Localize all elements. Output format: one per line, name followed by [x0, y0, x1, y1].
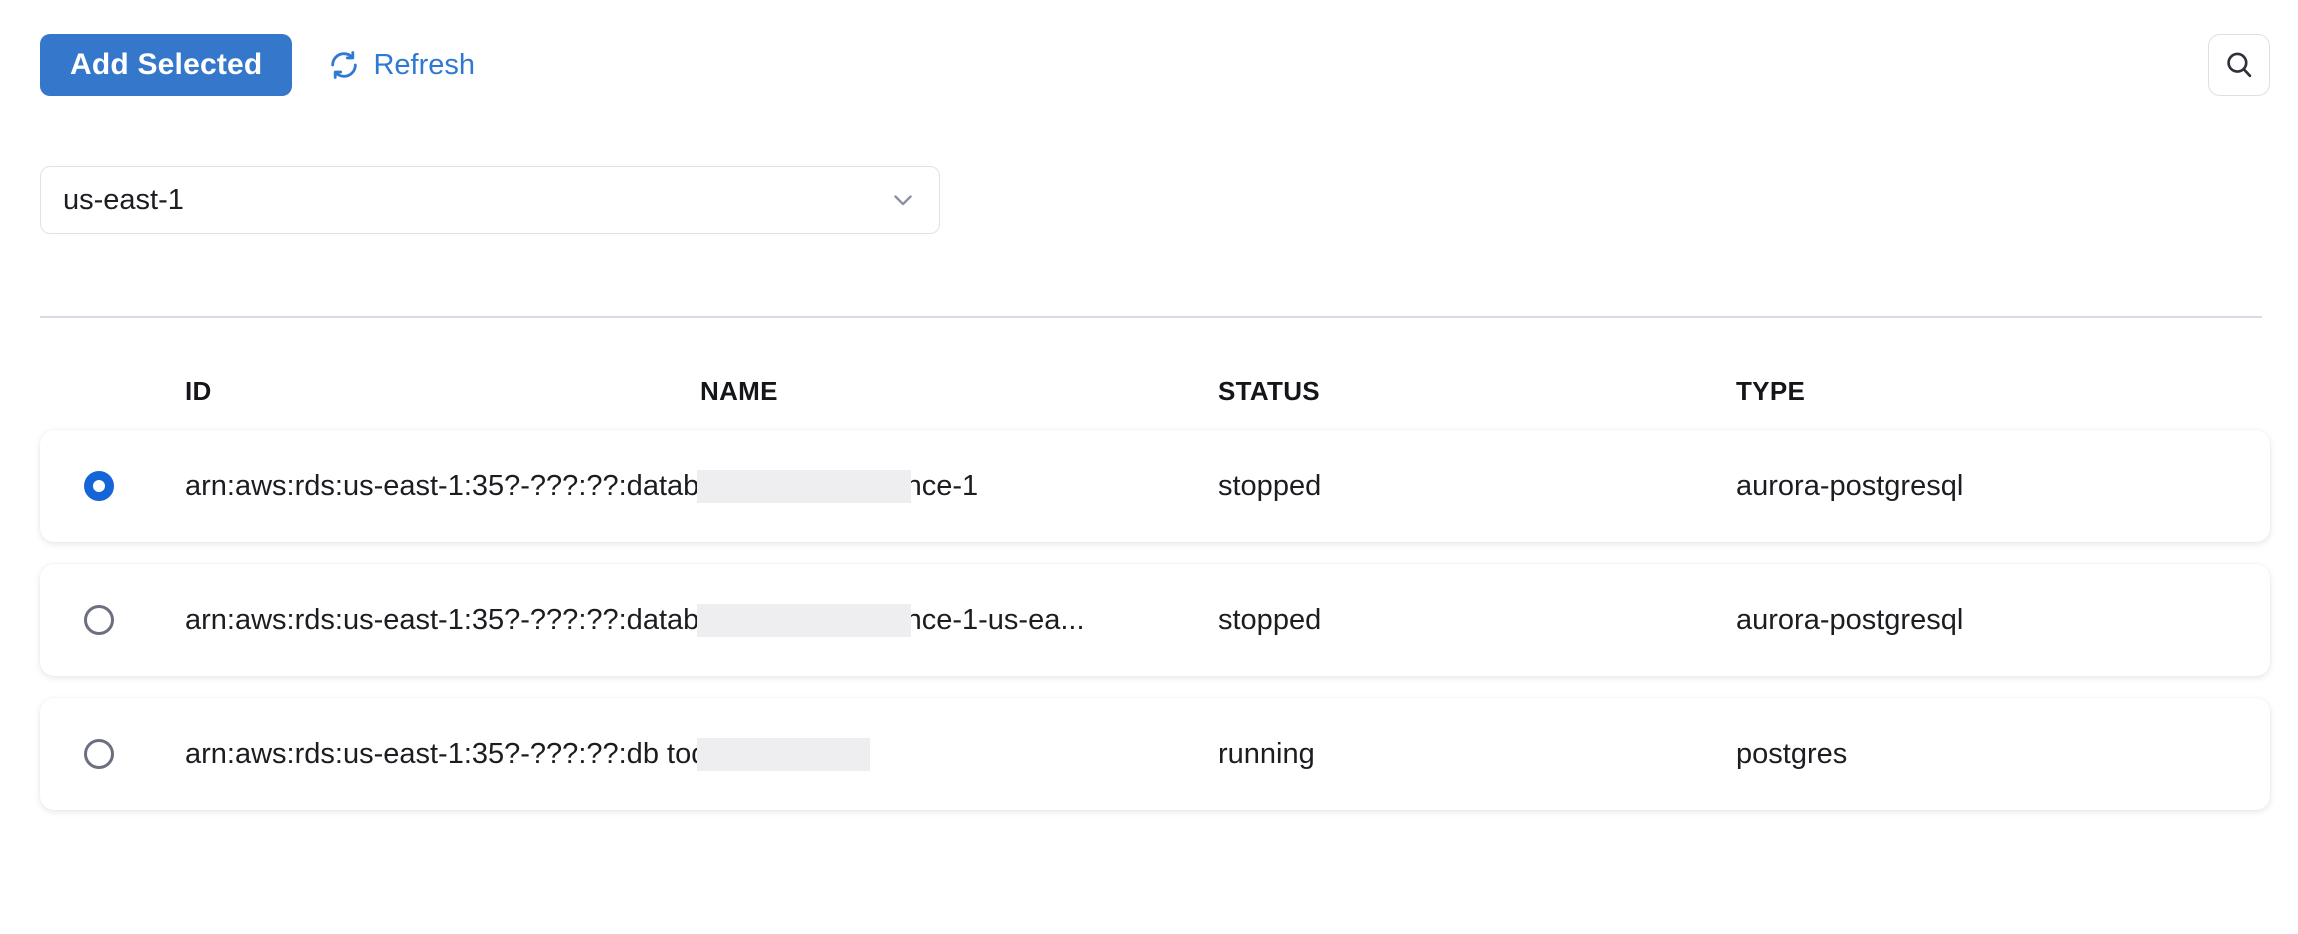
- cell-type: aurora-postgresql: [1736, 603, 1964, 636]
- cell-id-redacted: 5?-???:??:database: [488, 603, 747, 636]
- column-header-type: TYPE: [1736, 375, 1806, 406]
- refresh-button[interactable]: Refresh: [328, 49, 475, 82]
- region-select[interactable]: us-east-1: [40, 166, 940, 234]
- column-header-status: STATUS: [1218, 375, 1320, 406]
- cell-id-prefix: arn:aws:rds:us-east-1:3: [185, 469, 489, 502]
- region-select-value: us-east-1: [63, 183, 184, 216]
- cell-status: running: [1218, 737, 1315, 770]
- cell-id-prefix: arn:aws:rds:us-east-1:3: [185, 737, 489, 770]
- search-icon: [2223, 49, 2255, 81]
- chevron-down-icon: [889, 186, 917, 214]
- cell-id: arn:aws:rds:us-east-1:35?-???:??:databas…: [185, 469, 1218, 503]
- cell-id-suffix: todo-ecs-rds: [658, 737, 829, 770]
- cell-id: arn:aws:rds:us-east-1:35?-???:??:db todo…: [185, 737, 1218, 771]
- refresh-icon: [328, 49, 360, 81]
- column-header-id: ID: [185, 375, 212, 406]
- table-row[interactable]: arn:aws:rds:us-east-1:35?-???:??:databas…: [40, 564, 2270, 676]
- add-selected-button[interactable]: Add Selected: [40, 34, 293, 96]
- radio-unselected-icon[interactable]: [84, 739, 114, 769]
- table-row[interactable]: arn:aws:rds:us-east-1:35?-???:??:db todo…: [40, 698, 2270, 810]
- cell-type: postgres: [1736, 737, 1848, 770]
- cell-status: stopped: [1218, 469, 1322, 502]
- toolbar: Add Selected Refresh: [40, 34, 475, 96]
- radio-unselected-icon[interactable]: [84, 605, 114, 635]
- section-divider: [40, 316, 2262, 318]
- radio-selected-icon[interactable]: [84, 471, 114, 501]
- cell-id: arn:aws:rds:us-east-1:35?-???:??:databas…: [185, 603, 1218, 637]
- cell-id-redacted: 5?-???:??:database: [488, 469, 747, 502]
- cell-status: stopped: [1218, 603, 1322, 636]
- resources-table: ID NAME STATUS TYPE arn:aws:rds:us-east-…: [40, 352, 2270, 810]
- refresh-label: Refresh: [373, 48, 475, 81]
- cell-id-redacted: 5?-???:??:db: [488, 737, 659, 770]
- column-header-name: NAME: [700, 375, 778, 406]
- cell-type: aurora-postgresql: [1736, 469, 1964, 502]
- cell-id-prefix: arn:aws:rds:us-east-1:3: [185, 603, 489, 636]
- search-button[interactable]: [2208, 34, 2270, 96]
- table-row[interactable]: arn:aws:rds:us-east-1:35?-???:??:databas…: [40, 430, 2270, 542]
- cell-id-suffix: base-1-instance-1-us-ea...: [746, 603, 1085, 636]
- table-body: arn:aws:rds:us-east-1:35?-???:??:databas…: [40, 430, 2270, 810]
- table-header-row: ID NAME STATUS TYPE: [40, 352, 2270, 430]
- cell-id-suffix: base-1-instance-1: [746, 469, 979, 502]
